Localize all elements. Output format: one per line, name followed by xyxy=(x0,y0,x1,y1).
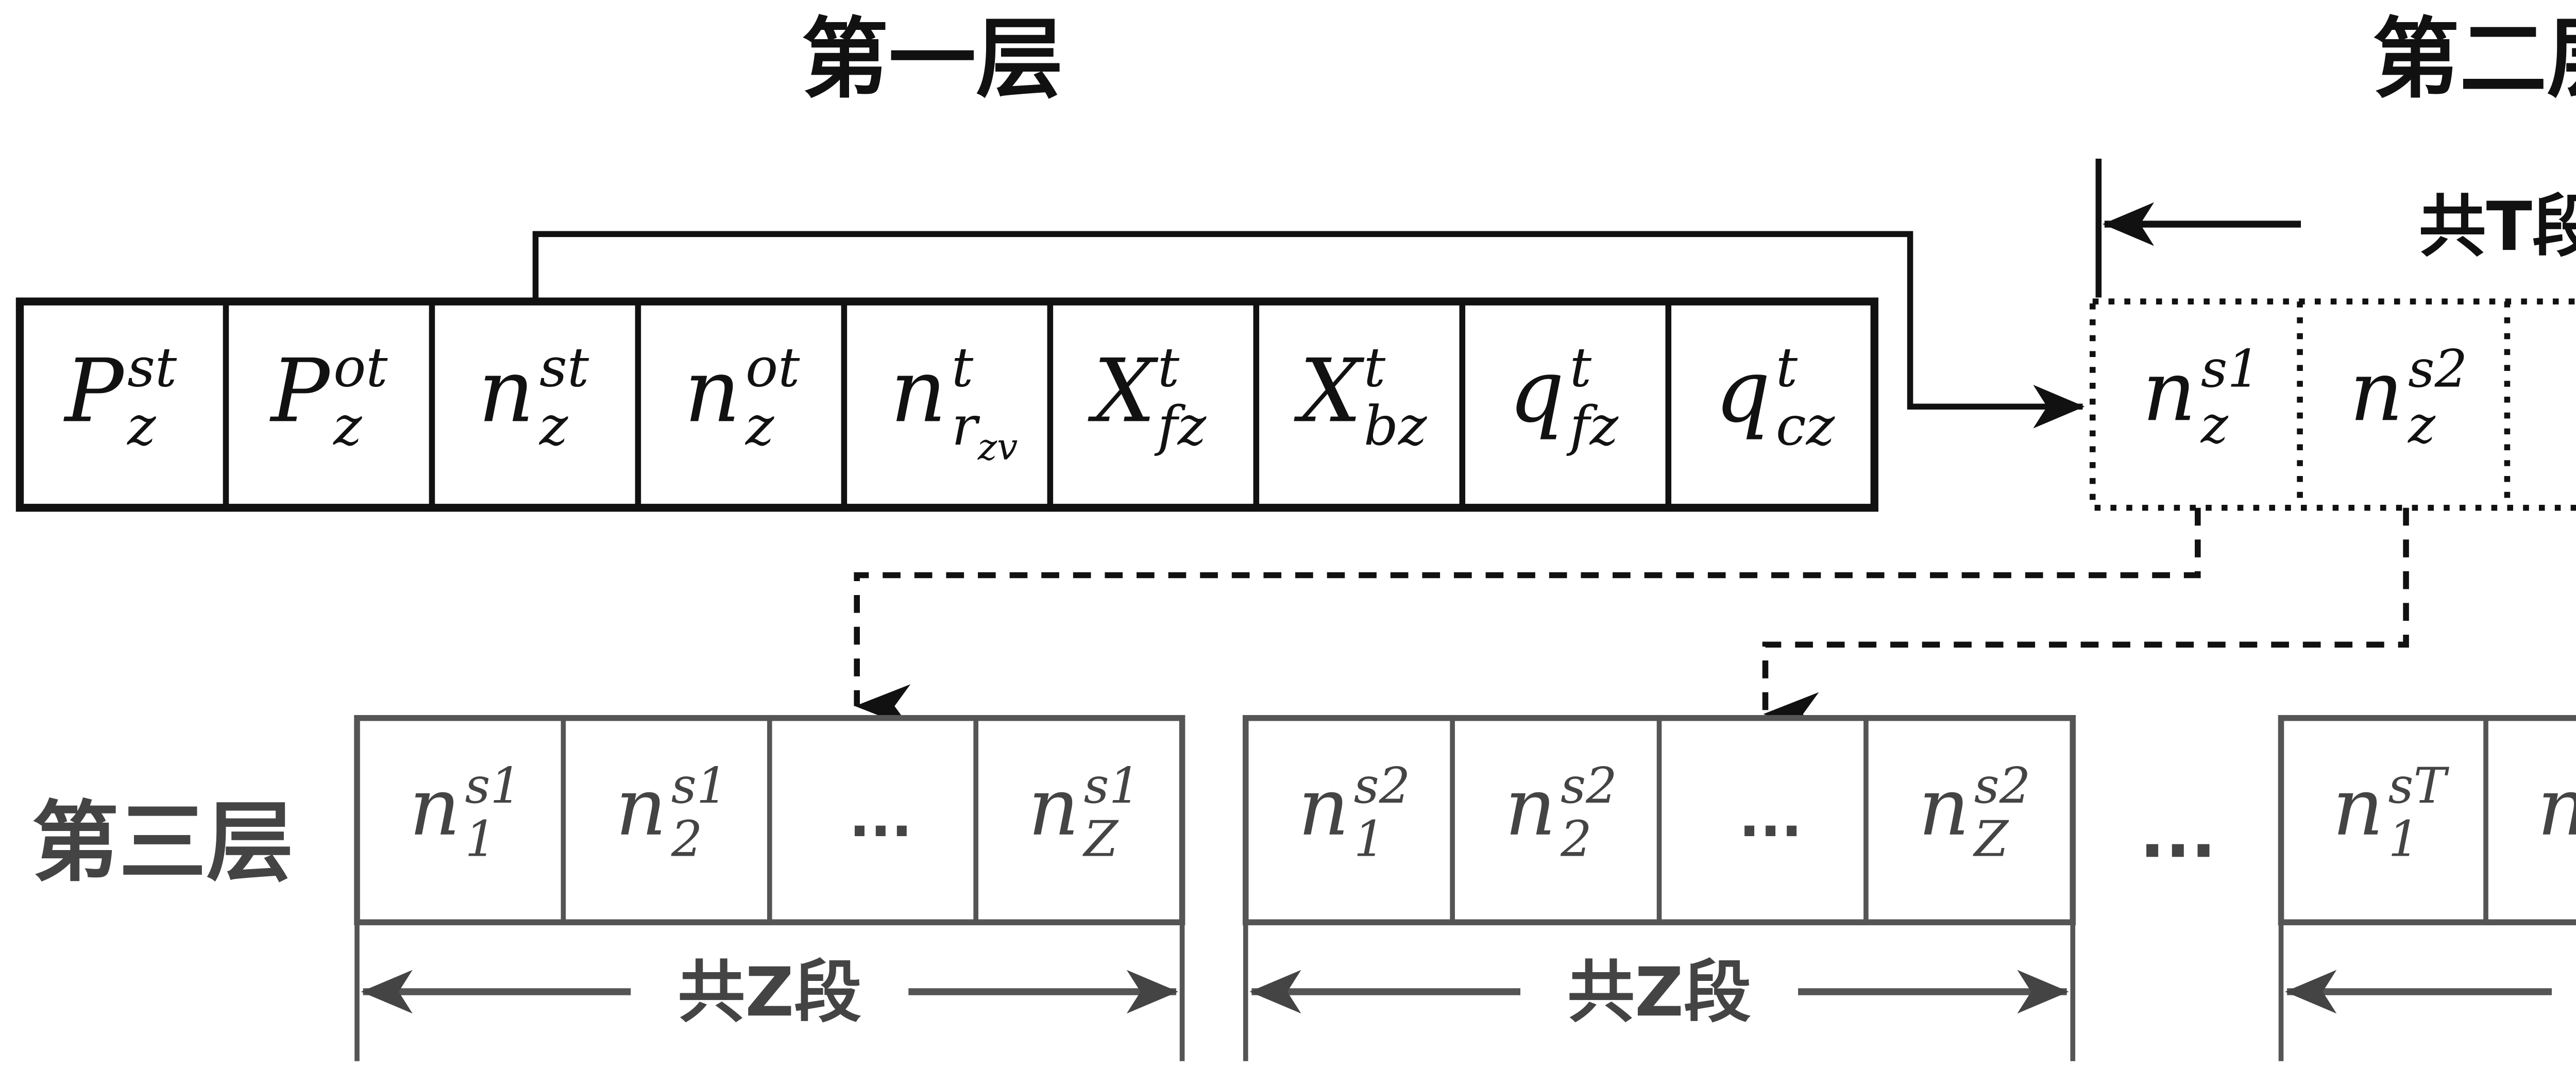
symbol-subscript: cz xyxy=(1776,395,1835,457)
symbol-base: X xyxy=(1088,340,1159,442)
symbol-base: n xyxy=(1919,761,1970,854)
symbol-base: n xyxy=(2537,761,2576,854)
layer3-group-bracket: 共Z段 xyxy=(1246,922,2073,1061)
connector-s2-to-group2 xyxy=(1766,508,2406,714)
symbol-subscript: 2 xyxy=(671,810,703,868)
symbol-superscript: ot xyxy=(333,336,388,399)
symbol-subscript: bz xyxy=(1364,395,1427,457)
symbol-superscript: s2 xyxy=(1354,757,1411,815)
symbol-superscript: t xyxy=(1364,336,1386,399)
symbol-base: n xyxy=(1505,761,1556,854)
symbol-subscript: r xyxy=(952,395,980,457)
symbol-base: n xyxy=(409,761,460,854)
symbol-subscript: 2 xyxy=(1560,810,1592,868)
symbol-superscript: st xyxy=(127,336,177,399)
symbol-subscript: fz xyxy=(1566,395,1619,457)
symbol-sub-subscript: zv xyxy=(977,426,1018,468)
symbol-base: n xyxy=(890,340,946,442)
symbol-superscript: t xyxy=(1570,336,1592,399)
symbol-base: n xyxy=(478,340,534,442)
symbol-base: n xyxy=(2332,761,2383,854)
symbol-base: n xyxy=(1298,761,1349,854)
symbol-subscript: z xyxy=(126,395,156,457)
symbol-base: n xyxy=(2350,343,2403,440)
symbol-base: n xyxy=(684,340,740,442)
layer2-title: 第二层 xyxy=(2372,8,2576,110)
symbol-subscript: Z xyxy=(1082,810,1119,868)
symbol-base: X xyxy=(1294,340,1365,442)
layer1-title: 第一层 xyxy=(801,8,1063,110)
connector-s1-to-group1 xyxy=(857,508,2198,706)
symbol-subscript: z xyxy=(332,395,362,457)
symbol-subscript: fz xyxy=(1154,395,1207,457)
symbol-base: q xyxy=(1715,340,1770,442)
symbol-superscript: s1 xyxy=(671,757,728,815)
symbol-base: n xyxy=(1028,761,1079,854)
symbol-subscript: z xyxy=(2408,395,2436,455)
symbol-superscript: t xyxy=(1158,336,1180,399)
symbol-superscript: s2 xyxy=(1561,757,1617,815)
symbol-superscript: s1 xyxy=(1084,757,1141,815)
symbol-superscript: s2 xyxy=(1974,757,2031,815)
cell-ellipsis: ... xyxy=(849,785,912,850)
cell-ellipsis: ... xyxy=(1739,785,1802,850)
symbol-base: P xyxy=(63,340,125,442)
symbol-subscript: 1 xyxy=(465,810,496,868)
symbol-superscript: s1 xyxy=(2201,339,2260,399)
layer3-group: nsT1nsT2...nsTZ共Z段 xyxy=(2281,718,2576,1061)
symbol-subscript: 1 xyxy=(1354,810,1385,868)
layer2-bracket-label: 共T段 xyxy=(2419,188,2576,266)
symbol-base: n xyxy=(616,761,667,854)
layer3-title: 第三层 xyxy=(32,792,294,893)
symbol-base: P xyxy=(269,340,331,442)
layer3-bracket-label: 共Z段 xyxy=(677,953,861,1031)
symbol-superscript: sT xyxy=(2388,757,2449,815)
symbol-superscript: s1 xyxy=(465,757,521,815)
layer3-group-frame xyxy=(2281,718,2576,923)
layer2-bracket: 共T段 xyxy=(2098,159,2576,298)
symbol-subscript: Z xyxy=(1973,810,2009,868)
symbol-superscript: t xyxy=(952,336,974,399)
symbol-superscript: st xyxy=(539,336,589,399)
symbol-subscript: z xyxy=(2200,395,2229,455)
symbol-subscript: 1 xyxy=(2388,810,2419,868)
symbol-base: q xyxy=(1509,340,1564,442)
layer3-bracket-label: 共Z段 xyxy=(1567,953,1751,1031)
layer3-group-bracket: 共Z段 xyxy=(2281,922,2576,1061)
symbol-superscript: ot xyxy=(745,336,800,399)
layer3-group-bracket: 共Z段 xyxy=(357,922,1182,1061)
symbol-superscript: s2 xyxy=(2408,339,2467,399)
layer3-between-groups-ellipsis: ... xyxy=(2140,794,2216,873)
math-symbol: nsT2 xyxy=(2537,757,2576,868)
symbol-subscript: z xyxy=(744,395,774,457)
symbol-subscript: z xyxy=(538,395,568,457)
symbol-base: n xyxy=(2142,343,2196,440)
symbol-superscript: t xyxy=(1776,336,1798,399)
